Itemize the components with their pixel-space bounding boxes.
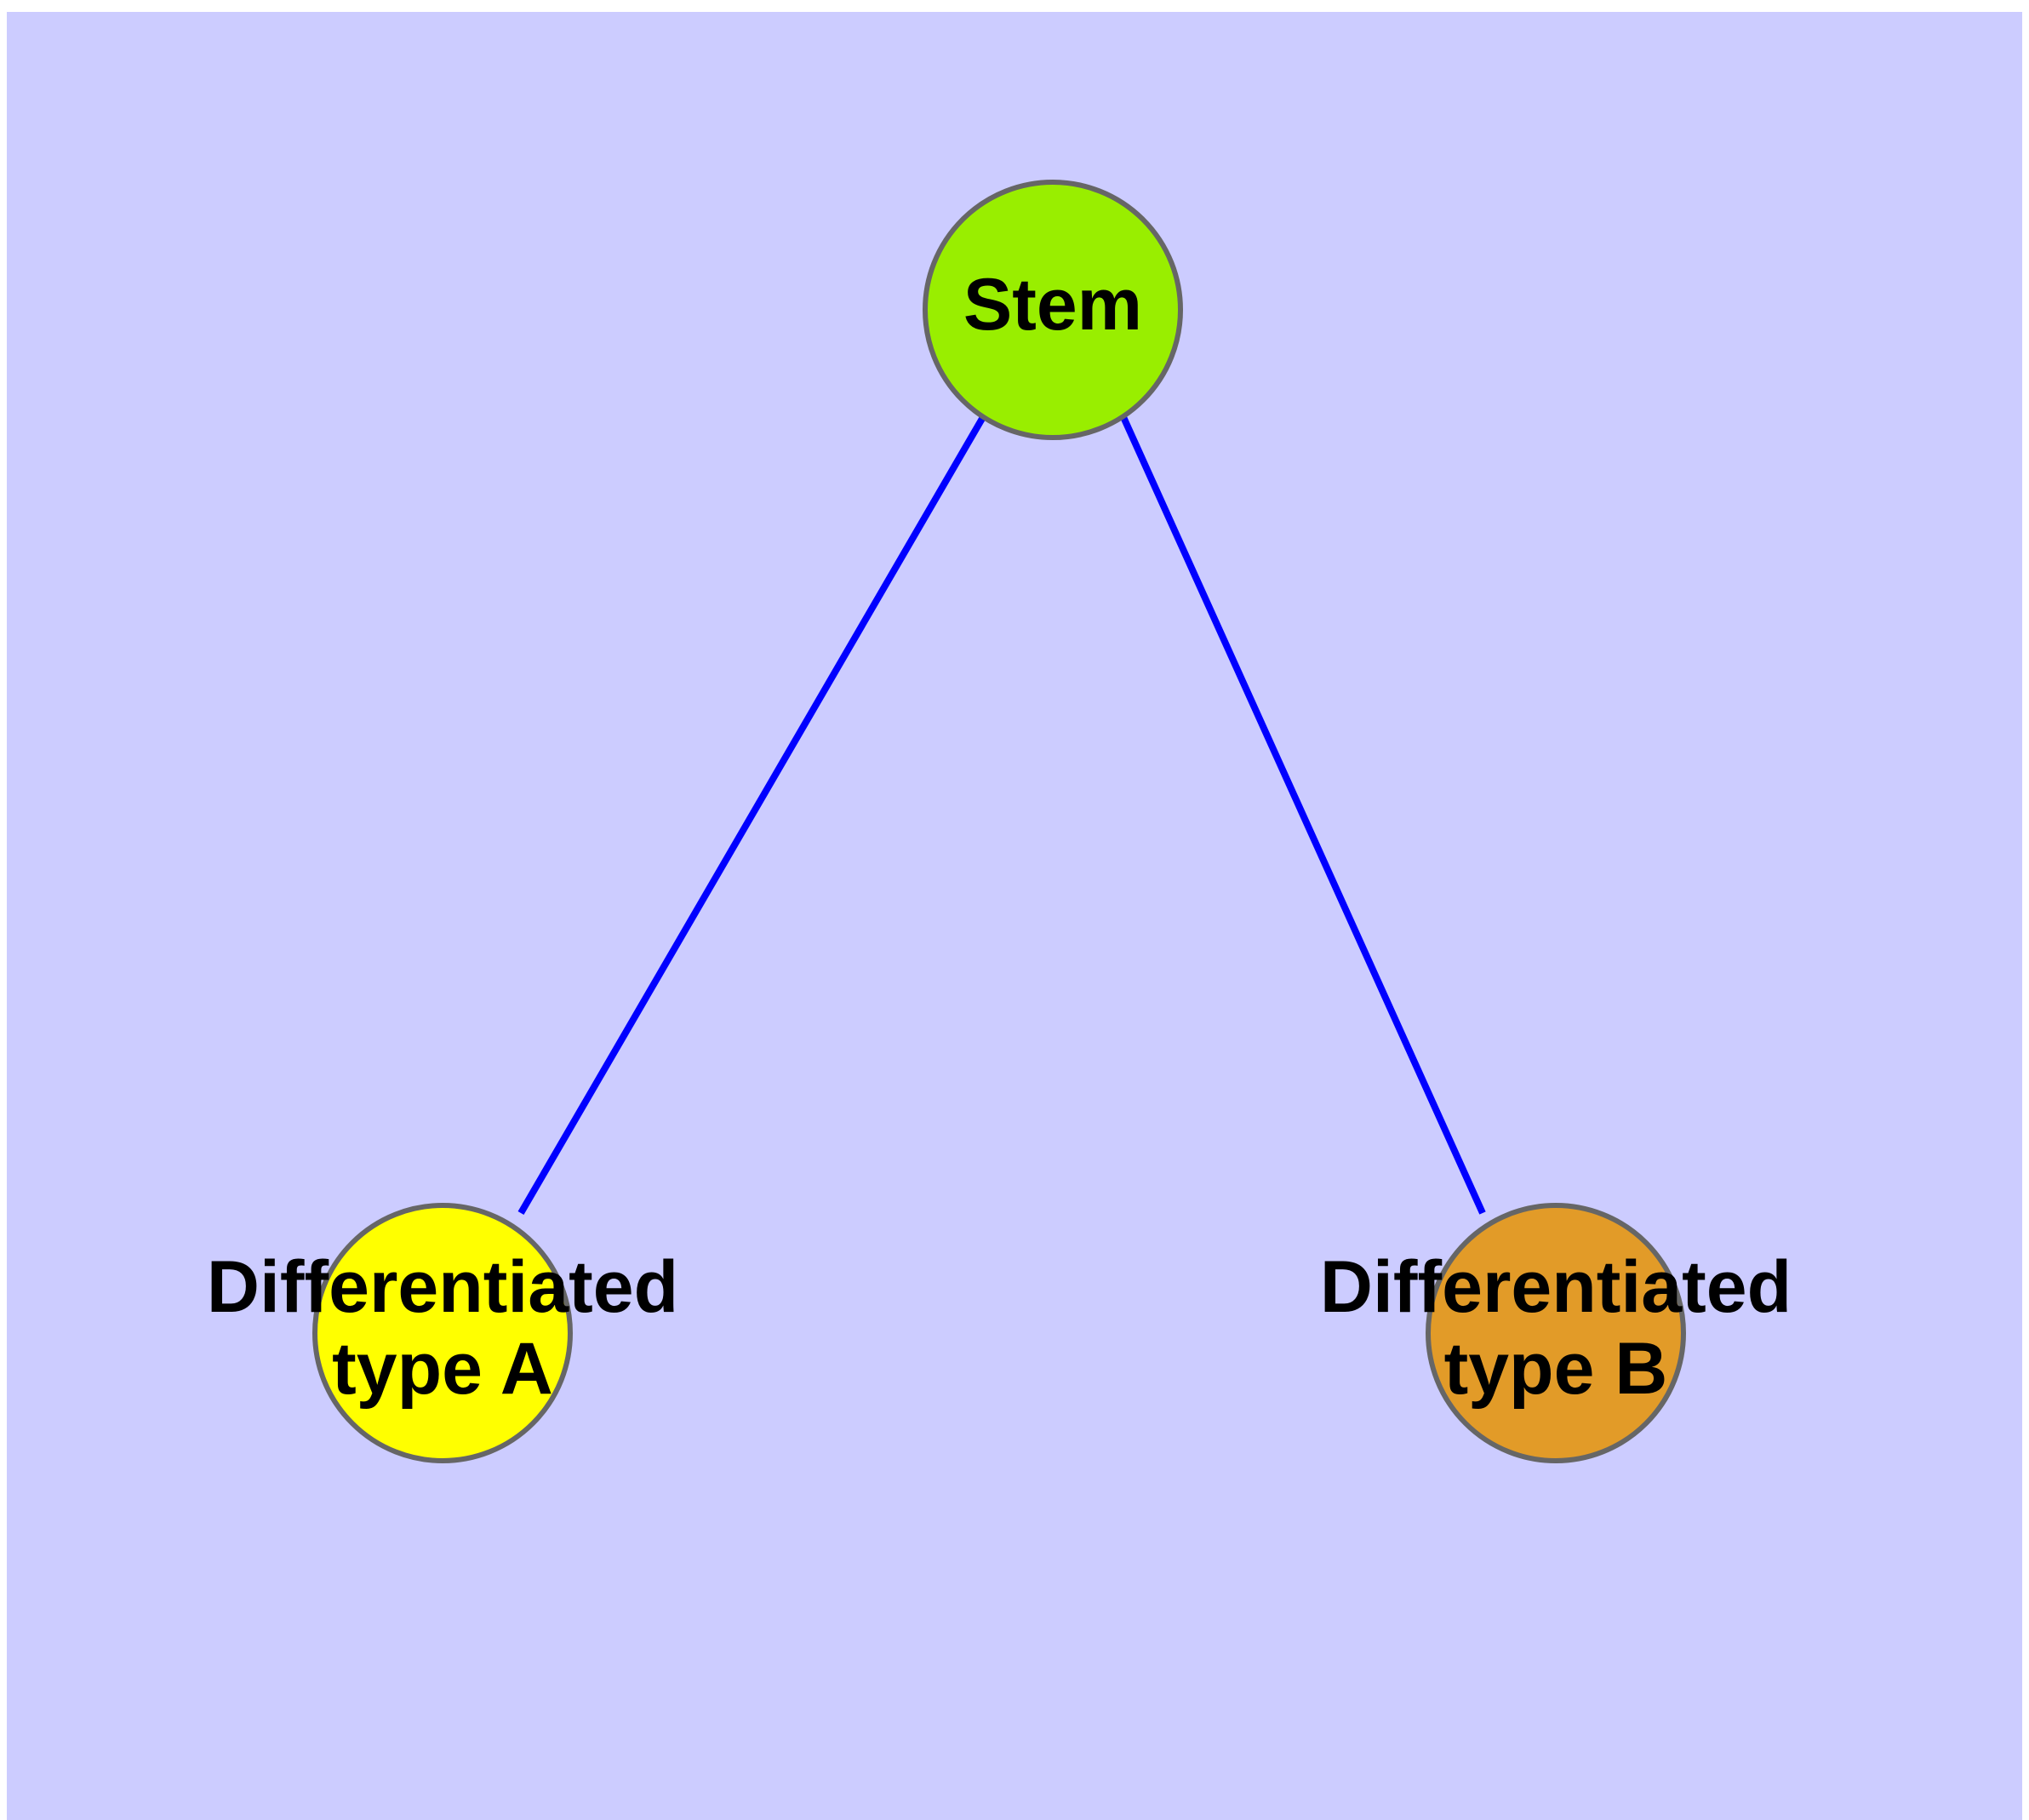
edge-stem-to-diff-a xyxy=(517,415,986,1216)
edge-stem-to-diff-b xyxy=(1120,415,1486,1215)
node-diff_a[interactable] xyxy=(312,1203,573,1463)
node-label-line: Differentiated xyxy=(1320,1246,1792,1328)
node-label-line: type A xyxy=(332,1328,553,1410)
node-label-line: Stem xyxy=(963,264,1142,346)
node-stem[interactable] xyxy=(923,180,1183,440)
node-diff_b[interactable] xyxy=(1426,1203,1686,1463)
nodes-layer xyxy=(312,180,1686,1463)
node-label-line: type B xyxy=(1444,1328,1668,1410)
node-label-line: Differentiated xyxy=(207,1246,678,1328)
edges-layer xyxy=(517,415,1486,1216)
node-label-stem: Stem xyxy=(963,264,1142,346)
